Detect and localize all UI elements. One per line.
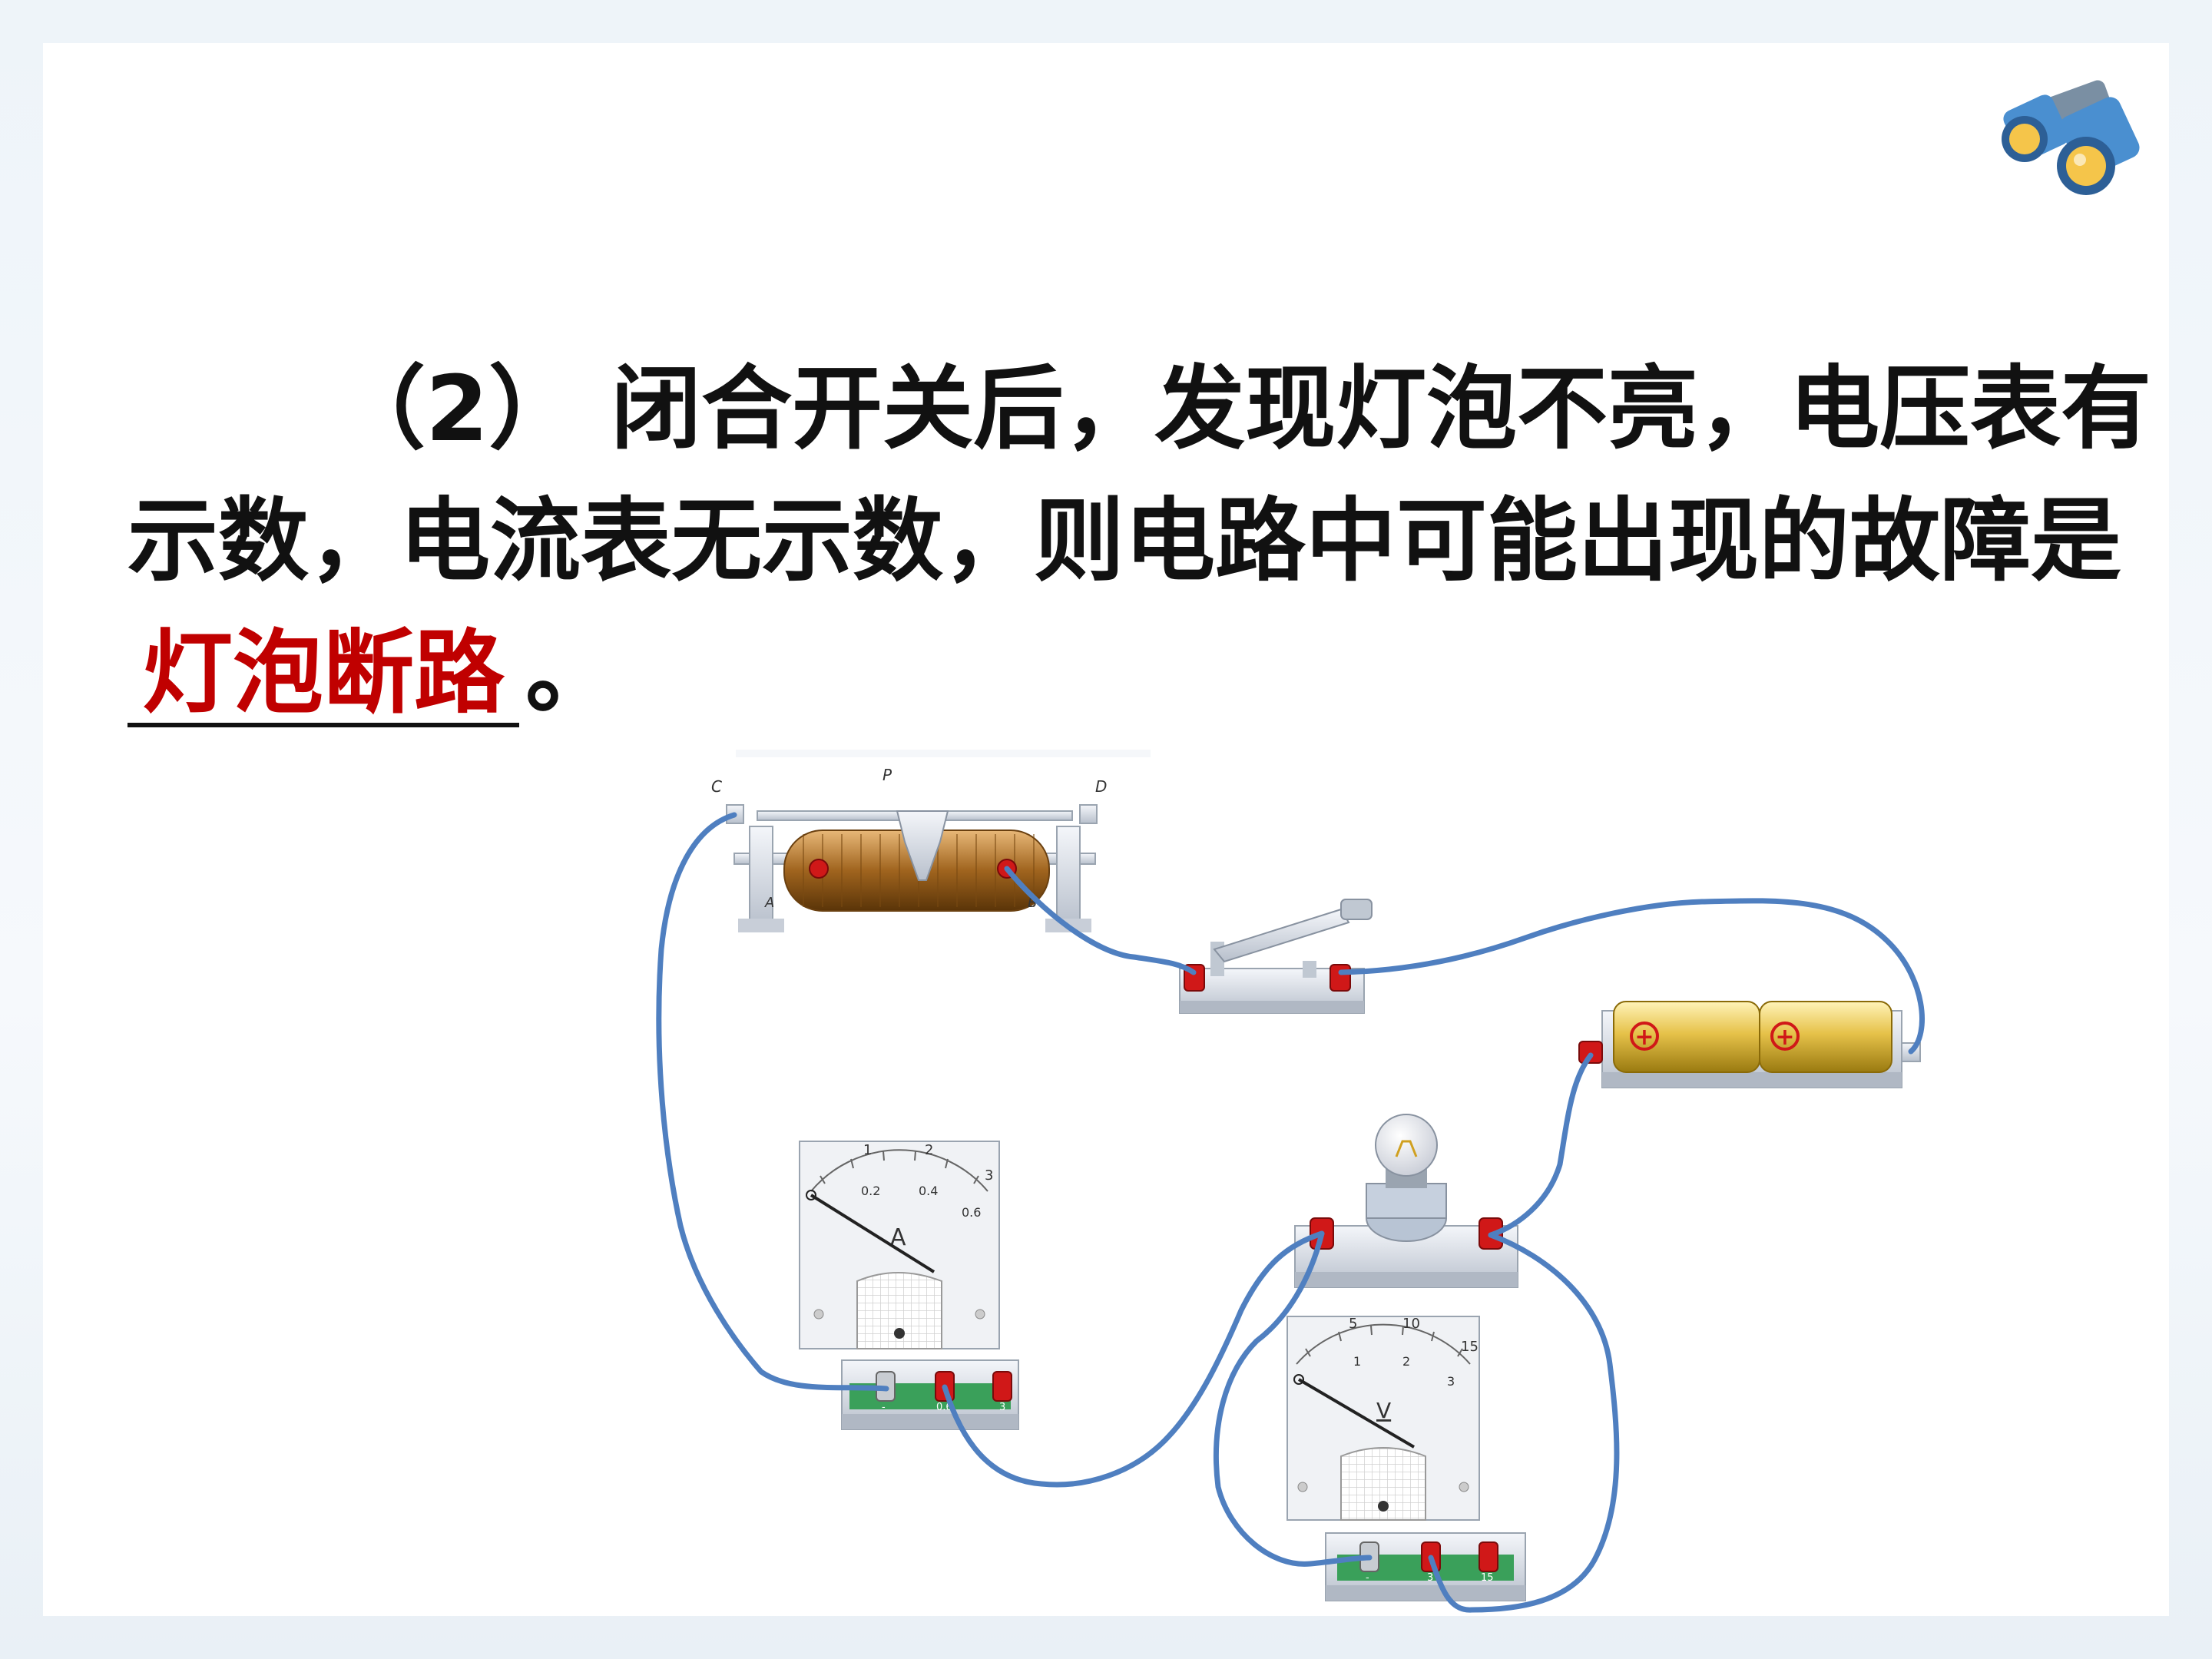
question-line-2: 示数，电流表无示数，则电路中可能出现的故障是 bbox=[127, 488, 2122, 594]
voltmeter-scale-top-1: 5 bbox=[1349, 1316, 1357, 1332]
question-line-1: （2） 闭合开关后，发现灯泡不亮，电压表有 bbox=[335, 356, 2152, 462]
wire-rheostat-to-switch bbox=[1004, 866, 1197, 975]
question-line-3: 灯泡断路。 bbox=[127, 607, 2094, 739]
ammeter-terminal-neg: - bbox=[882, 1402, 886, 1413]
battery-holder: + + bbox=[1578, 1001, 1921, 1088]
answer-blank: 灯泡断路 bbox=[127, 623, 519, 727]
ammeter-scale-top-2: 2 bbox=[925, 1142, 933, 1158]
rheostat: C P D A B bbox=[711, 750, 1151, 932]
question-ending: 。 bbox=[525, 620, 617, 726]
wire-bulb-to-voltmeter-neg bbox=[1214, 1230, 1373, 1567]
circuit-diagram: C P D A B + + bbox=[656, 750, 1925, 1613]
battery-cell-1-sign: + bbox=[1634, 1024, 1654, 1051]
voltmeter: 5 10 15 1 2 3 V - 3 15 bbox=[1286, 1316, 1526, 1601]
light-bulb bbox=[1294, 1114, 1518, 1288]
rheostat-label-d: D bbox=[1095, 777, 1107, 796]
switch bbox=[1179, 899, 1373, 1014]
voltmeter-terminal-neg: - bbox=[1366, 1572, 1369, 1584]
ammeter-terminal-3: 3 bbox=[999, 1402, 1005, 1413]
wire-bulb-to-voltmeter-3 bbox=[1428, 1232, 1620, 1613]
ammeter-scale-bottom-2: 0.4 bbox=[919, 1184, 938, 1198]
ammeter-scale-bottom-1: 0.2 bbox=[861, 1184, 880, 1198]
answer-text: 灯泡断路 bbox=[141, 620, 505, 726]
wire-switch-to-battery bbox=[1338, 898, 1925, 1055]
battery-cell-2-sign: + bbox=[1775, 1024, 1794, 1051]
wires bbox=[656, 812, 1925, 1613]
rheostat-label-p: P bbox=[882, 766, 892, 784]
wire-ammeter-to-bulb bbox=[942, 1230, 1325, 1488]
voltmeter-scale-bottom-1: 1 bbox=[1353, 1354, 1361, 1369]
wire-battery-to-bulb bbox=[1488, 1052, 1594, 1238]
wire-rheostat-to-ammeter bbox=[656, 812, 889, 1392]
binoculars-icon bbox=[2002, 80, 2140, 195]
ammeter-scale-top-3: 3 bbox=[985, 1167, 993, 1184]
voltmeter-scale-top-2: 10 bbox=[1402, 1316, 1420, 1332]
voltmeter-scale-bottom-3: 3 bbox=[1447, 1374, 1455, 1389]
ammeter: 1 2 3 0.2 0.4 0.6 A - 0.6 3 bbox=[799, 1141, 1019, 1430]
voltmeter-symbol: V bbox=[1376, 1398, 1391, 1423]
question-text: （2） 闭合开关后，发现灯泡不亮，电压表有 示数，电流表无示数，则电路中可能出现… bbox=[127, 343, 2152, 739]
slide: （2） 闭合开关后，发现灯泡不亮，电压表有 示数，电流表无示数，则电路中可能出现… bbox=[43, 43, 2169, 1616]
rheostat-label-a: A bbox=[764, 895, 774, 911]
voltmeter-terminal-15: 15 bbox=[1481, 1572, 1494, 1584]
rheostat-label-c: C bbox=[711, 777, 722, 796]
ammeter-scale-bottom-3: 0.6 bbox=[962, 1205, 981, 1220]
voltmeter-scale-top-3: 15 bbox=[1461, 1339, 1479, 1355]
ammeter-scale-top-1: 1 bbox=[863, 1142, 872, 1158]
voltmeter-scale-bottom-2: 2 bbox=[1402, 1354, 1410, 1369]
voltmeter-terminal-3: 3 bbox=[1427, 1572, 1433, 1584]
ammeter-symbol: A bbox=[890, 1224, 906, 1251]
